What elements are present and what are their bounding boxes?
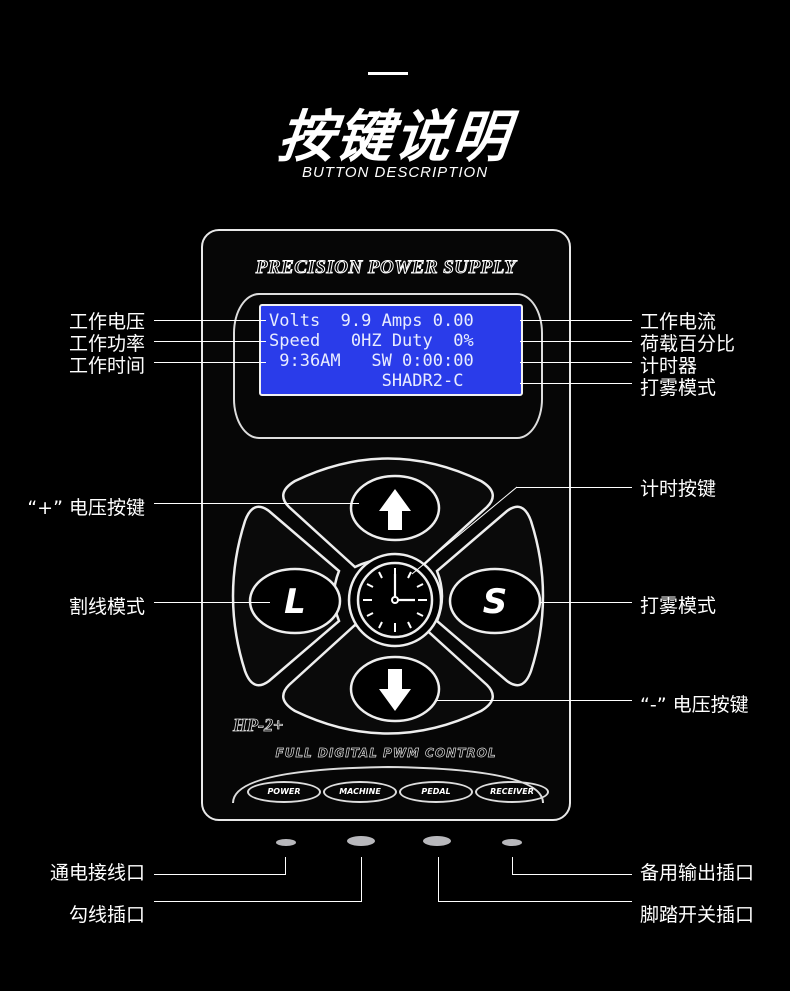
receiver-plug-hole [502,839,522,846]
leader-line [154,503,359,504]
leader-line [520,341,632,342]
callout-working-power: 工作功率 [68,333,145,355]
leader-line [512,874,632,875]
s-button-oval [448,567,542,635]
l-button-oval [248,567,342,635]
leader-line [154,362,266,363]
leader-line [512,857,513,875]
leader-line [154,901,362,902]
leader-line [154,320,266,321]
leader-line [438,857,439,902]
callout-spare-output-port: 备用输出插口 [640,862,755,884]
leader-line [437,700,632,701]
callout-working-current: 工作电流 [640,311,717,333]
leader-line [285,857,286,875]
callout-timer-button: 计时按键 [640,478,717,500]
callout-voltage-down: “-” 电压按键 [640,694,749,716]
lcd-row-speed-duty: Speed 0HZ Duty 0% [269,331,474,351]
callout-power-port: 通电接线口 [49,862,145,884]
brand-label: PRECISION POWER SUPPLY [255,257,517,279]
l-letter-icon: L [284,582,306,622]
timer-leader-diagonal [411,486,518,575]
power-supply-device: PRECISION POWER SUPPLY Volts 9.9 Amps 0.… [201,229,571,821]
lcd-row-time-stopwatch: 9:36AM SW 0:00:00 [269,351,474,371]
callout-voltage-up: “+” 电压按键 [27,497,145,519]
s-letter-icon: S [483,582,508,622]
port-machine-label: MACHINE [323,781,397,803]
leader-line [154,874,286,875]
title-dash [368,72,408,75]
leader-line [154,341,266,342]
lcd-row-volts-amps: Volts 9.9 Amps 0.00 [269,311,474,331]
callout-working-time: 工作时间 [68,355,145,377]
callout-duty-percent: 荷载百分比 [640,333,736,355]
pwm-control-label: FULL DIGITAL PWM CONTROL [275,746,497,761]
model-label: HP-2+ [233,715,284,736]
up-arrow-icon [379,489,411,530]
power-plug-hole [276,839,296,846]
callout-shader-mode-display: 打雾模式 [640,377,717,399]
lcd-row-mode: SHADR2-C [269,371,464,391]
port-power-label: POWER [247,781,321,803]
leader-line [540,602,632,603]
page-subtitle: BUTTON DESCRIPTION [301,164,489,181]
clock-icon [363,568,427,632]
callout-timer: 计时器 [640,355,698,377]
lcd-display: Volts 9.9 Amps 0.00 Speed 0HZ Duty 0% 9:… [259,304,523,396]
callout-liner-mode: 割线模式 [68,596,145,618]
page-title: 按键说明 [275,105,514,170]
leader-line [154,602,270,603]
port-receiver-label: RECEIVER [475,781,549,803]
leader-line [516,487,632,488]
leader-line [361,857,362,902]
machine-plug-hole [347,836,375,846]
callout-pedal-port: 脚踏开关插口 [640,904,755,926]
port-pedal-label: PEDAL [399,781,473,803]
leader-line [520,383,632,384]
leader-line [520,362,632,363]
leader-line [438,901,632,902]
callout-liner-port: 勾线插口 [68,904,145,926]
callout-shader-mode: 打雾模式 [640,595,717,617]
pedal-plug-hole [423,836,451,846]
callout-working-voltage: 工作电压 [68,311,145,333]
screen-frame [233,293,543,439]
down-arrow-icon [379,669,411,711]
leader-line [520,320,632,321]
